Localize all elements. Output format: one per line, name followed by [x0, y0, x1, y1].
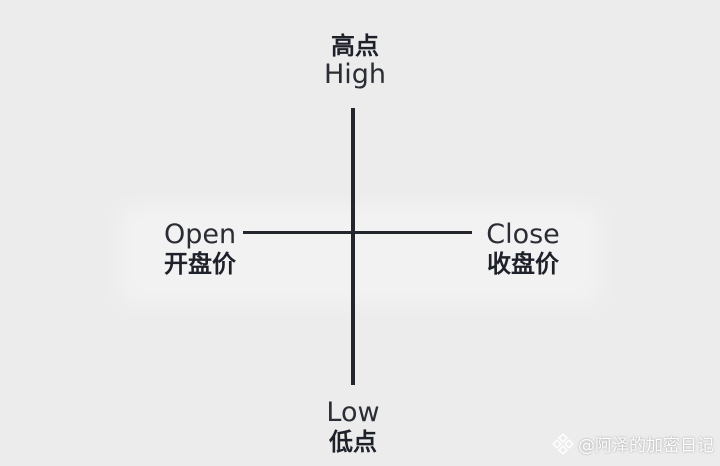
open-close-horizontal-line	[243, 231, 472, 234]
close-label: Close 收盘价	[468, 219, 578, 279]
high-label-zh: 高点	[331, 32, 379, 60]
watermark-text: @阿泽的加密日记	[578, 436, 714, 456]
close-label-zh: 收盘价	[487, 250, 559, 278]
low-label-zh: 低点	[329, 428, 377, 456]
low-label-en: Low	[326, 397, 380, 428]
close-label-en: Close	[486, 219, 560, 250]
open-label-en: Open	[163, 219, 237, 250]
open-label: Open 开盘价	[145, 219, 255, 279]
high-low-vertical-line	[351, 108, 355, 385]
high-label-en: High	[323, 59, 387, 90]
background-wash	[120, 205, 600, 305]
low-label: Low 低点	[298, 397, 408, 457]
binance-logo-icon	[552, 432, 574, 455]
open-label-zh: 开盘价	[164, 250, 236, 278]
high-label: 高点 High	[300, 32, 410, 90]
watermark: @阿泽的加密日记	[552, 431, 714, 456]
